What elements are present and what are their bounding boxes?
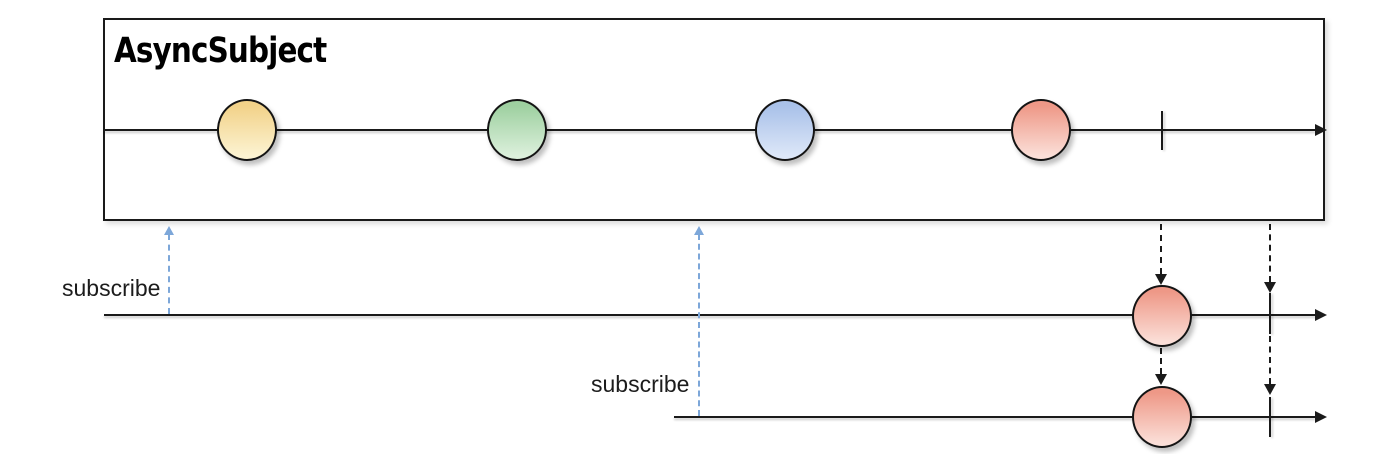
subscriber-1-timeline <box>104 309 1327 321</box>
marble-value-2 <box>487 99 547 161</box>
subscribe-arrow-2 <box>698 234 700 416</box>
arrow-right-icon <box>1315 411 1327 423</box>
arrow-down-icon <box>1155 274 1167 285</box>
arrow-down-icon <box>1155 374 1167 385</box>
source-timeline <box>104 124 1327 136</box>
subject-box: AsyncSubject <box>103 18 1325 221</box>
emit-value-arrow-subscriber-2 <box>1160 348 1162 374</box>
arrow-up-icon <box>694 226 704 235</box>
emit-complete-arrow-subscriber-2 <box>1269 336 1271 384</box>
arrow-up-icon <box>164 226 174 235</box>
marble-value-4 <box>1011 99 1071 161</box>
arrow-down-icon <box>1264 282 1276 293</box>
marble-subscriber-1-last-value <box>1132 285 1192 347</box>
subject-title: AsyncSubject <box>114 31 327 71</box>
marble-value-3 <box>755 99 815 161</box>
arrow-right-icon <box>1315 124 1327 136</box>
marble-value-1 <box>217 99 277 161</box>
arrow-down-icon <box>1264 384 1276 395</box>
subscriber-2-complete-tick <box>1269 397 1271 437</box>
emit-value-arrow-subscriber-1 <box>1160 224 1162 274</box>
subscriber-2-timeline <box>674 411 1327 423</box>
source-complete-tick <box>1161 111 1163 150</box>
marble-subscriber-2-last-value <box>1132 386 1192 448</box>
subscribe-label-1: subscribe <box>62 275 161 301</box>
emit-complete-arrow-subscriber-1 <box>1269 224 1271 282</box>
subscriber-1-complete-tick <box>1269 293 1271 334</box>
arrow-right-icon <box>1315 309 1327 321</box>
subscribe-label-2: subscribe <box>591 371 690 397</box>
subscribe-arrow-1 <box>168 234 170 314</box>
